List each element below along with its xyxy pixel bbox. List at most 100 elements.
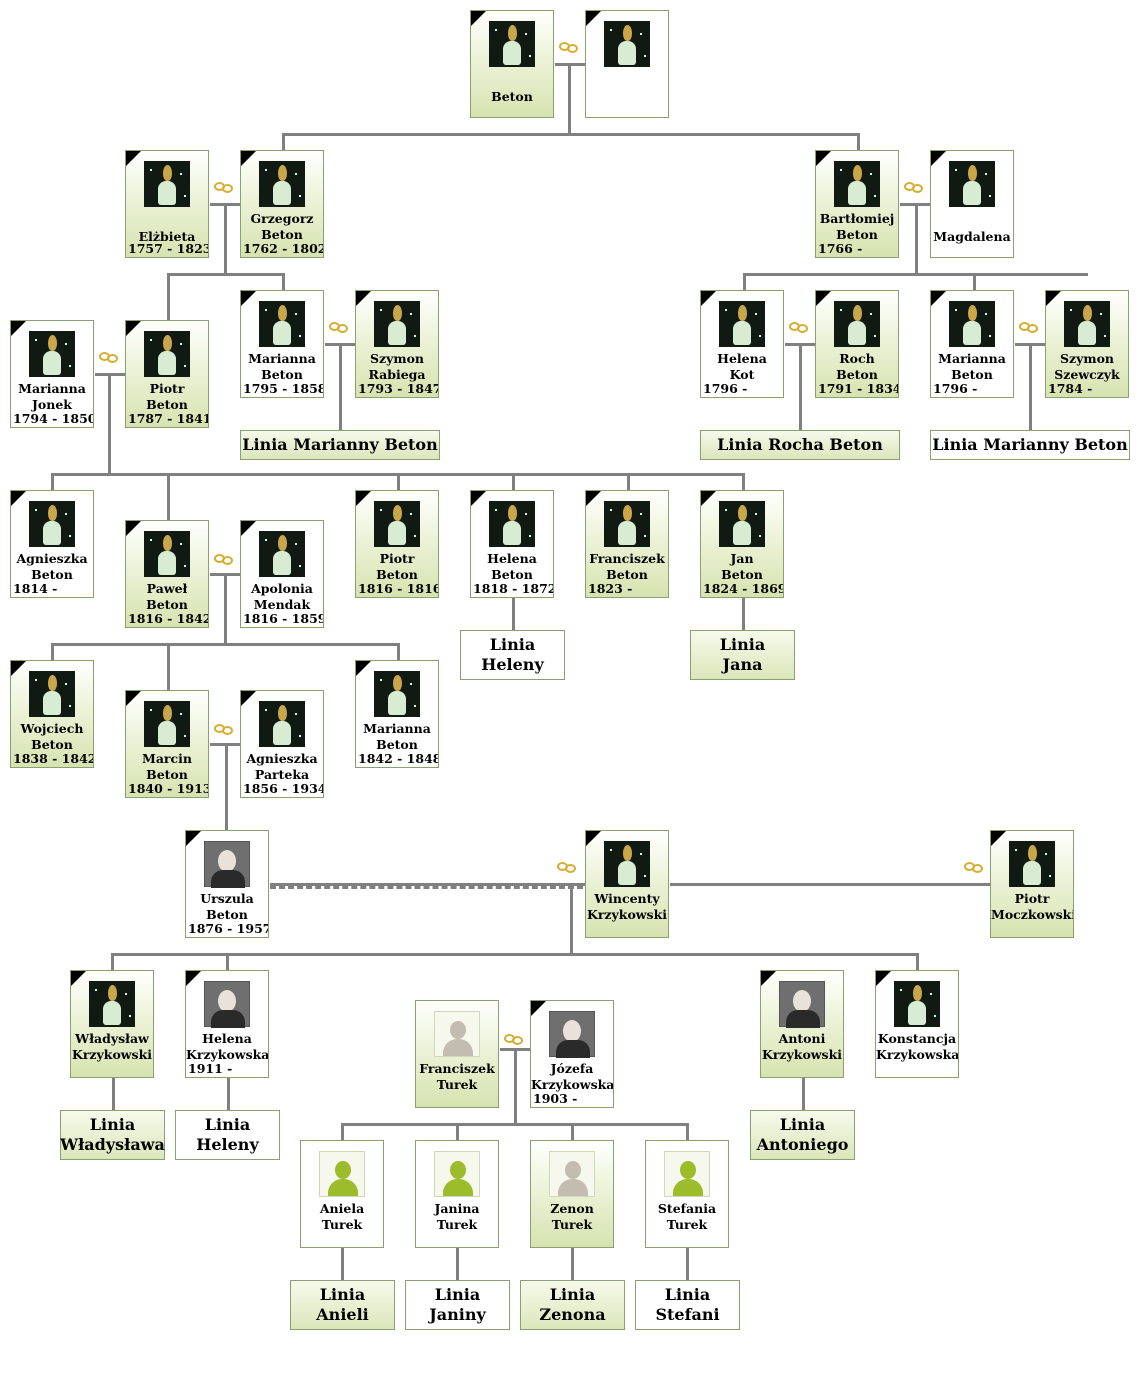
candle-icon — [489, 21, 535, 67]
marriage-rings-icon — [213, 180, 237, 196]
connector-line — [571, 1248, 574, 1280]
candle-icon — [489, 501, 535, 547]
person-dates: 1818 - 1872 — [473, 581, 554, 596]
connector-line — [225, 743, 228, 831]
deceased-corner-marker — [701, 491, 716, 506]
deceased-corner-marker — [1046, 291, 1061, 306]
connector-line — [799, 343, 802, 431]
lineage-link-l-marianny-1[interactable]: Linia Marianny Beton — [240, 430, 440, 460]
deceased-corner-marker — [586, 491, 601, 506]
candle-icon — [374, 671, 420, 717]
connector-line — [571, 1123, 574, 1141]
candle-icon — [144, 161, 190, 207]
lineage-link-l-rocha[interactable]: Linia Rocha Beton — [700, 430, 900, 460]
marriage-rings-icon — [558, 40, 582, 56]
candle-icon — [374, 501, 420, 547]
candle-icon — [834, 301, 880, 347]
deceased-corner-marker — [356, 491, 371, 506]
lineage-link-l-marianny-2[interactable]: Linia Marianny Beton — [930, 430, 1130, 460]
connector-line — [51, 643, 54, 661]
connector-line — [627, 473, 630, 491]
deceased-corner-marker — [701, 291, 716, 306]
marriage-rings-icon — [788, 320, 812, 336]
connector-line — [743, 273, 973, 276]
deceased-corner-marker — [126, 321, 141, 336]
connector-line — [224, 203, 227, 273]
candle-icon — [1064, 301, 1110, 347]
person-dates: 1856 - 1934 — [243, 781, 324, 796]
marriage-rings-icon — [903, 180, 927, 196]
connector-line — [973, 273, 1088, 276]
deceased-corner-marker — [241, 151, 256, 166]
connector-line — [456, 1123, 459, 1141]
deceased-corner-marker — [816, 151, 831, 166]
connector-line — [973, 273, 976, 291]
silhouette-icon — [664, 1151, 710, 1197]
silhouette-icon — [549, 1151, 595, 1197]
person-card-p-beton-wife[interactable] — [585, 10, 669, 118]
connector-line — [111, 953, 918, 956]
person-dates: 1795 - 1858 — [243, 381, 324, 396]
connector-line — [108, 373, 111, 475]
candle-icon — [144, 331, 190, 377]
person-dates: 1842 - 1848 — [358, 751, 439, 766]
deceased-corner-marker — [991, 831, 1006, 846]
deceased-corner-marker — [241, 291, 256, 306]
connector-line — [341, 1123, 688, 1126]
person-card-p-beton[interactable]: Beton — [470, 10, 554, 118]
deceased-corner-marker — [816, 291, 831, 306]
person-card-magdalena[interactable]: Magdalena — [930, 150, 1014, 258]
